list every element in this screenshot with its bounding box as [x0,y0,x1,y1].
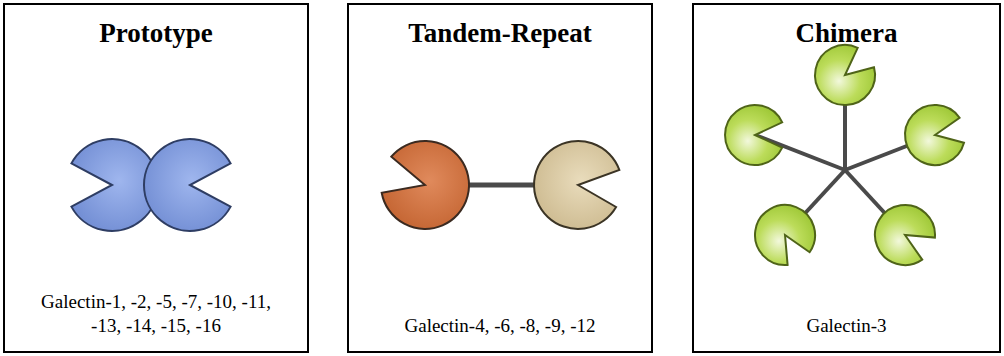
crd-domain [875,205,935,265]
linker-peptide [466,183,536,188]
crd-domain [815,45,875,105]
crd-domain [534,141,619,229]
galectin-type-panel: ChimeraGalectin-3 [692,3,1001,353]
crd-domain [725,105,782,165]
galectin-type-panel: PrototypeGalectin-1, -2, -5, -7, -10, -1… [3,3,309,353]
crd-domain [382,141,469,229]
panel-title: Prototype [5,5,307,49]
galectin-type-panel: Tandem-RepeatGalectin-4, -6, -8, -9, -12 [347,3,653,353]
crd-domain [755,205,815,265]
member-list: Galectin-4, -6, -8, -9, -12 [349,314,651,339]
panel-title: Tandem-Repeat [349,5,651,49]
crd-domain [144,139,231,231]
member-list: Galectin-1, -2, -5, -7, -10, -11, -13, -… [5,290,307,339]
crd-domain [905,105,964,165]
member-list: Galectin-3 [694,314,999,339]
panel-title: Chimera [694,5,999,49]
